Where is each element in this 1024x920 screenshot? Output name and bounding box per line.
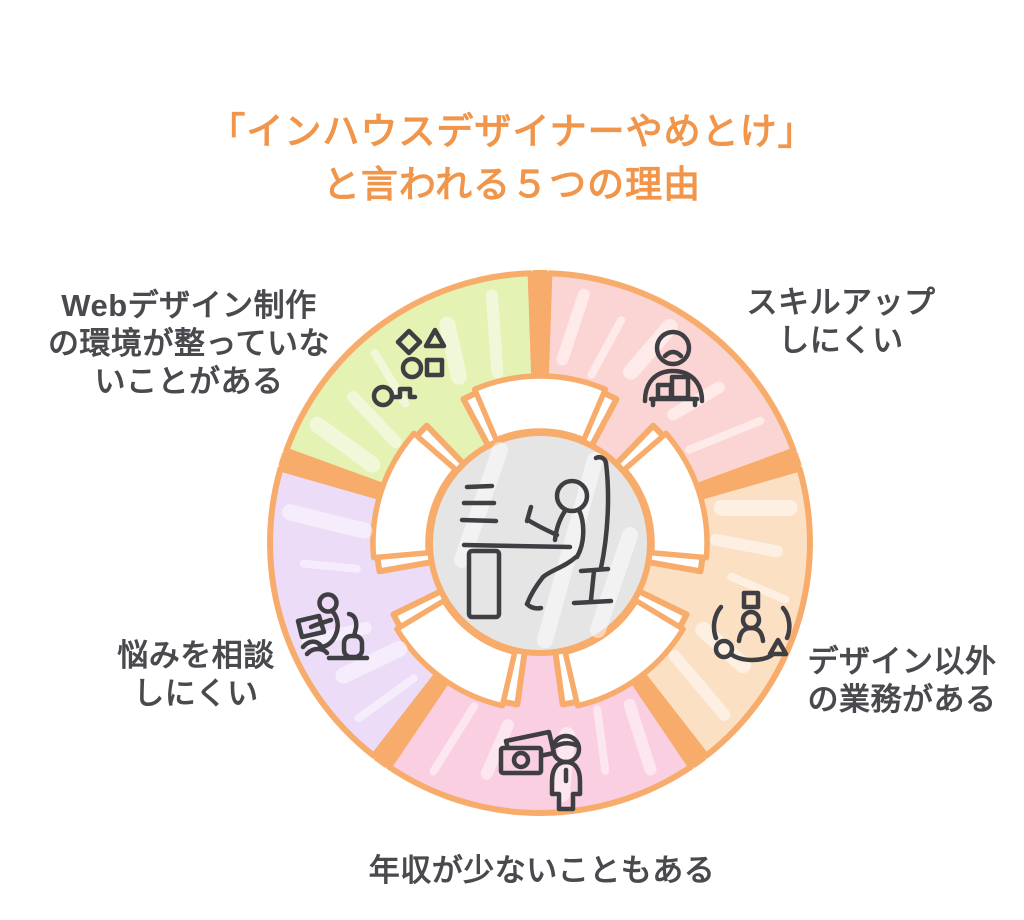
segment-label-skill-up: スキルアップ しにくい [746, 285, 936, 359]
texture-streak [347, 391, 402, 449]
texture-streak [668, 650, 731, 721]
texture-streak [309, 416, 381, 473]
texture-streak [299, 559, 361, 573]
texture-streak [685, 416, 765, 454]
remote-worker-icon [295, 592, 370, 661]
page-title-line-2: と言われる５つの理由 [322, 163, 702, 205]
page-title: 「インハウスデザイナーやめとけ」 と言われる５つの理由 [0, 106, 1024, 211]
texture-streak [727, 572, 790, 604]
texture-streak [485, 289, 504, 379]
segment-label-web-env: Webデザイン制作 の環境が整っていな いことがある [48, 288, 330, 400]
money-person-icon [498, 729, 583, 812]
texture-streak [590, 527, 638, 638]
texture-streak [354, 674, 418, 723]
segment-divider [278, 451, 390, 500]
texture-streak [335, 640, 408, 684]
texture-streak [593, 705, 610, 775]
person-growth-chart-icon [642, 329, 705, 408]
multitask-person-icon [711, 590, 792, 663]
segment-label-consult: 悩みを相談 しにくい [117, 638, 275, 712]
texture-streak [480, 719, 514, 780]
segment-divider [690, 451, 802, 500]
segment-divider [373, 669, 452, 769]
texture-streak [429, 702, 479, 776]
segment-divider [628, 669, 707, 769]
texture-streak [556, 288, 590, 366]
texture-streak [439, 316, 467, 385]
texture-streak [623, 698, 657, 776]
design-shapes-icon [371, 327, 447, 408]
designer-at-desk-illustration [459, 454, 614, 620]
texture-streak [281, 504, 373, 539]
texture-streak [587, 316, 626, 379]
segment-label-other-tasks: デザイン以外 の業務がある [807, 644, 997, 718]
page-title-line-1: 「インハウスデザイナーやめとけ」 [208, 111, 816, 152]
segment-label-income: 年収が少ないこともある [368, 853, 716, 888]
texture-streak [710, 533, 783, 558]
